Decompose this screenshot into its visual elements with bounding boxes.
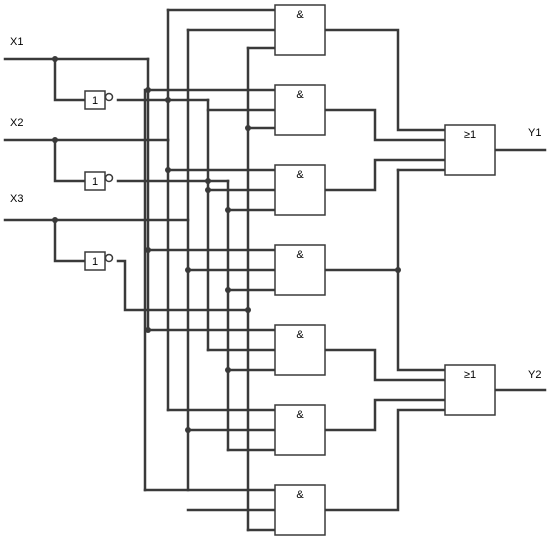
- and-gate-label: &: [296, 9, 304, 21]
- input-label-x2: X2: [10, 117, 23, 129]
- not-gate-x1: 1: [84, 90, 114, 110]
- or-gate-label: ≥1: [464, 369, 476, 381]
- output-label-y1: Y1: [528, 127, 541, 139]
- not-gate-label: 1: [92, 95, 98, 107]
- and-gate-6: &: [274, 404, 326, 456]
- and-input-wires: [143, 28, 277, 532]
- and-gate-label: &: [296, 329, 304, 341]
- not-gate-branches: [53, 57, 87, 263]
- and-gate-label: &: [296, 89, 304, 101]
- and-gate-7: &: [274, 484, 326, 536]
- not-gate-x3: 1: [84, 251, 114, 271]
- and-output-wires: [323, 28, 447, 512]
- not-gate-x2: 1: [84, 171, 114, 191]
- and-gate-label: &: [296, 169, 304, 181]
- and-gate-4: &: [274, 244, 326, 296]
- or-gate-label: ≥1: [464, 129, 476, 141]
- or-gate-y1: ≥1: [444, 124, 496, 176]
- and-gate-3: &: [274, 164, 326, 216]
- input-lines: [3, 57, 190, 222]
- and-gate-1: &: [274, 4, 326, 56]
- and-gate-2: &: [274, 84, 326, 136]
- junction-dots: [52, 56, 401, 433]
- input-label-x3: X3: [10, 193, 23, 205]
- output-label-y2: Y2: [528, 369, 541, 381]
- input-label-x1: X1: [10, 36, 23, 48]
- and-gate-5: &: [274, 324, 326, 376]
- and-gate-label: &: [296, 409, 304, 421]
- not-gate-label: 1: [92, 256, 98, 268]
- and-gate-label: &: [296, 489, 304, 501]
- and-gate-label: &: [296, 249, 304, 261]
- or-gate-y2: ≥1: [444, 364, 496, 416]
- or-output-wires: [493, 148, 547, 392]
- not-gate-label: 1: [92, 176, 98, 188]
